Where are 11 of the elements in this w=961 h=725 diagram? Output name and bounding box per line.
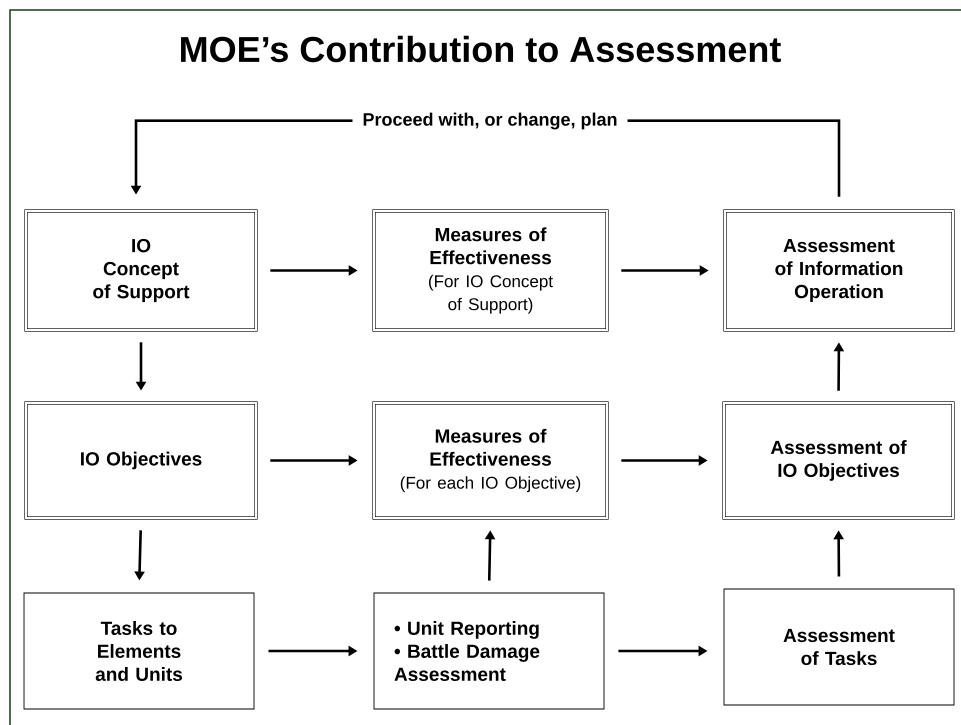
process-box: Assessment of IO Objectives xyxy=(722,401,955,520)
title: MOE’s Contribution to Assessment xyxy=(181,36,781,62)
process-box: Measures of Effectiveness (For each IO Objective) xyxy=(372,401,609,520)
process-box: Assessment of Information Operation xyxy=(723,209,955,332)
bullet-list-box: • Unit Reporting • Battle Damage Assessment xyxy=(374,592,604,710)
process-box: IO Concept of Support xyxy=(24,209,258,332)
process-box: IO Objectives xyxy=(24,401,258,520)
process-box: Assessment of Tasks xyxy=(724,588,954,706)
process-box: Tasks to Elements and Units xyxy=(24,592,254,710)
edge-label: Proceed with, or change, plan xyxy=(352,109,628,133)
process-box: Measures of Effectiveness (For IO Concept of Support) xyxy=(372,209,609,332)
